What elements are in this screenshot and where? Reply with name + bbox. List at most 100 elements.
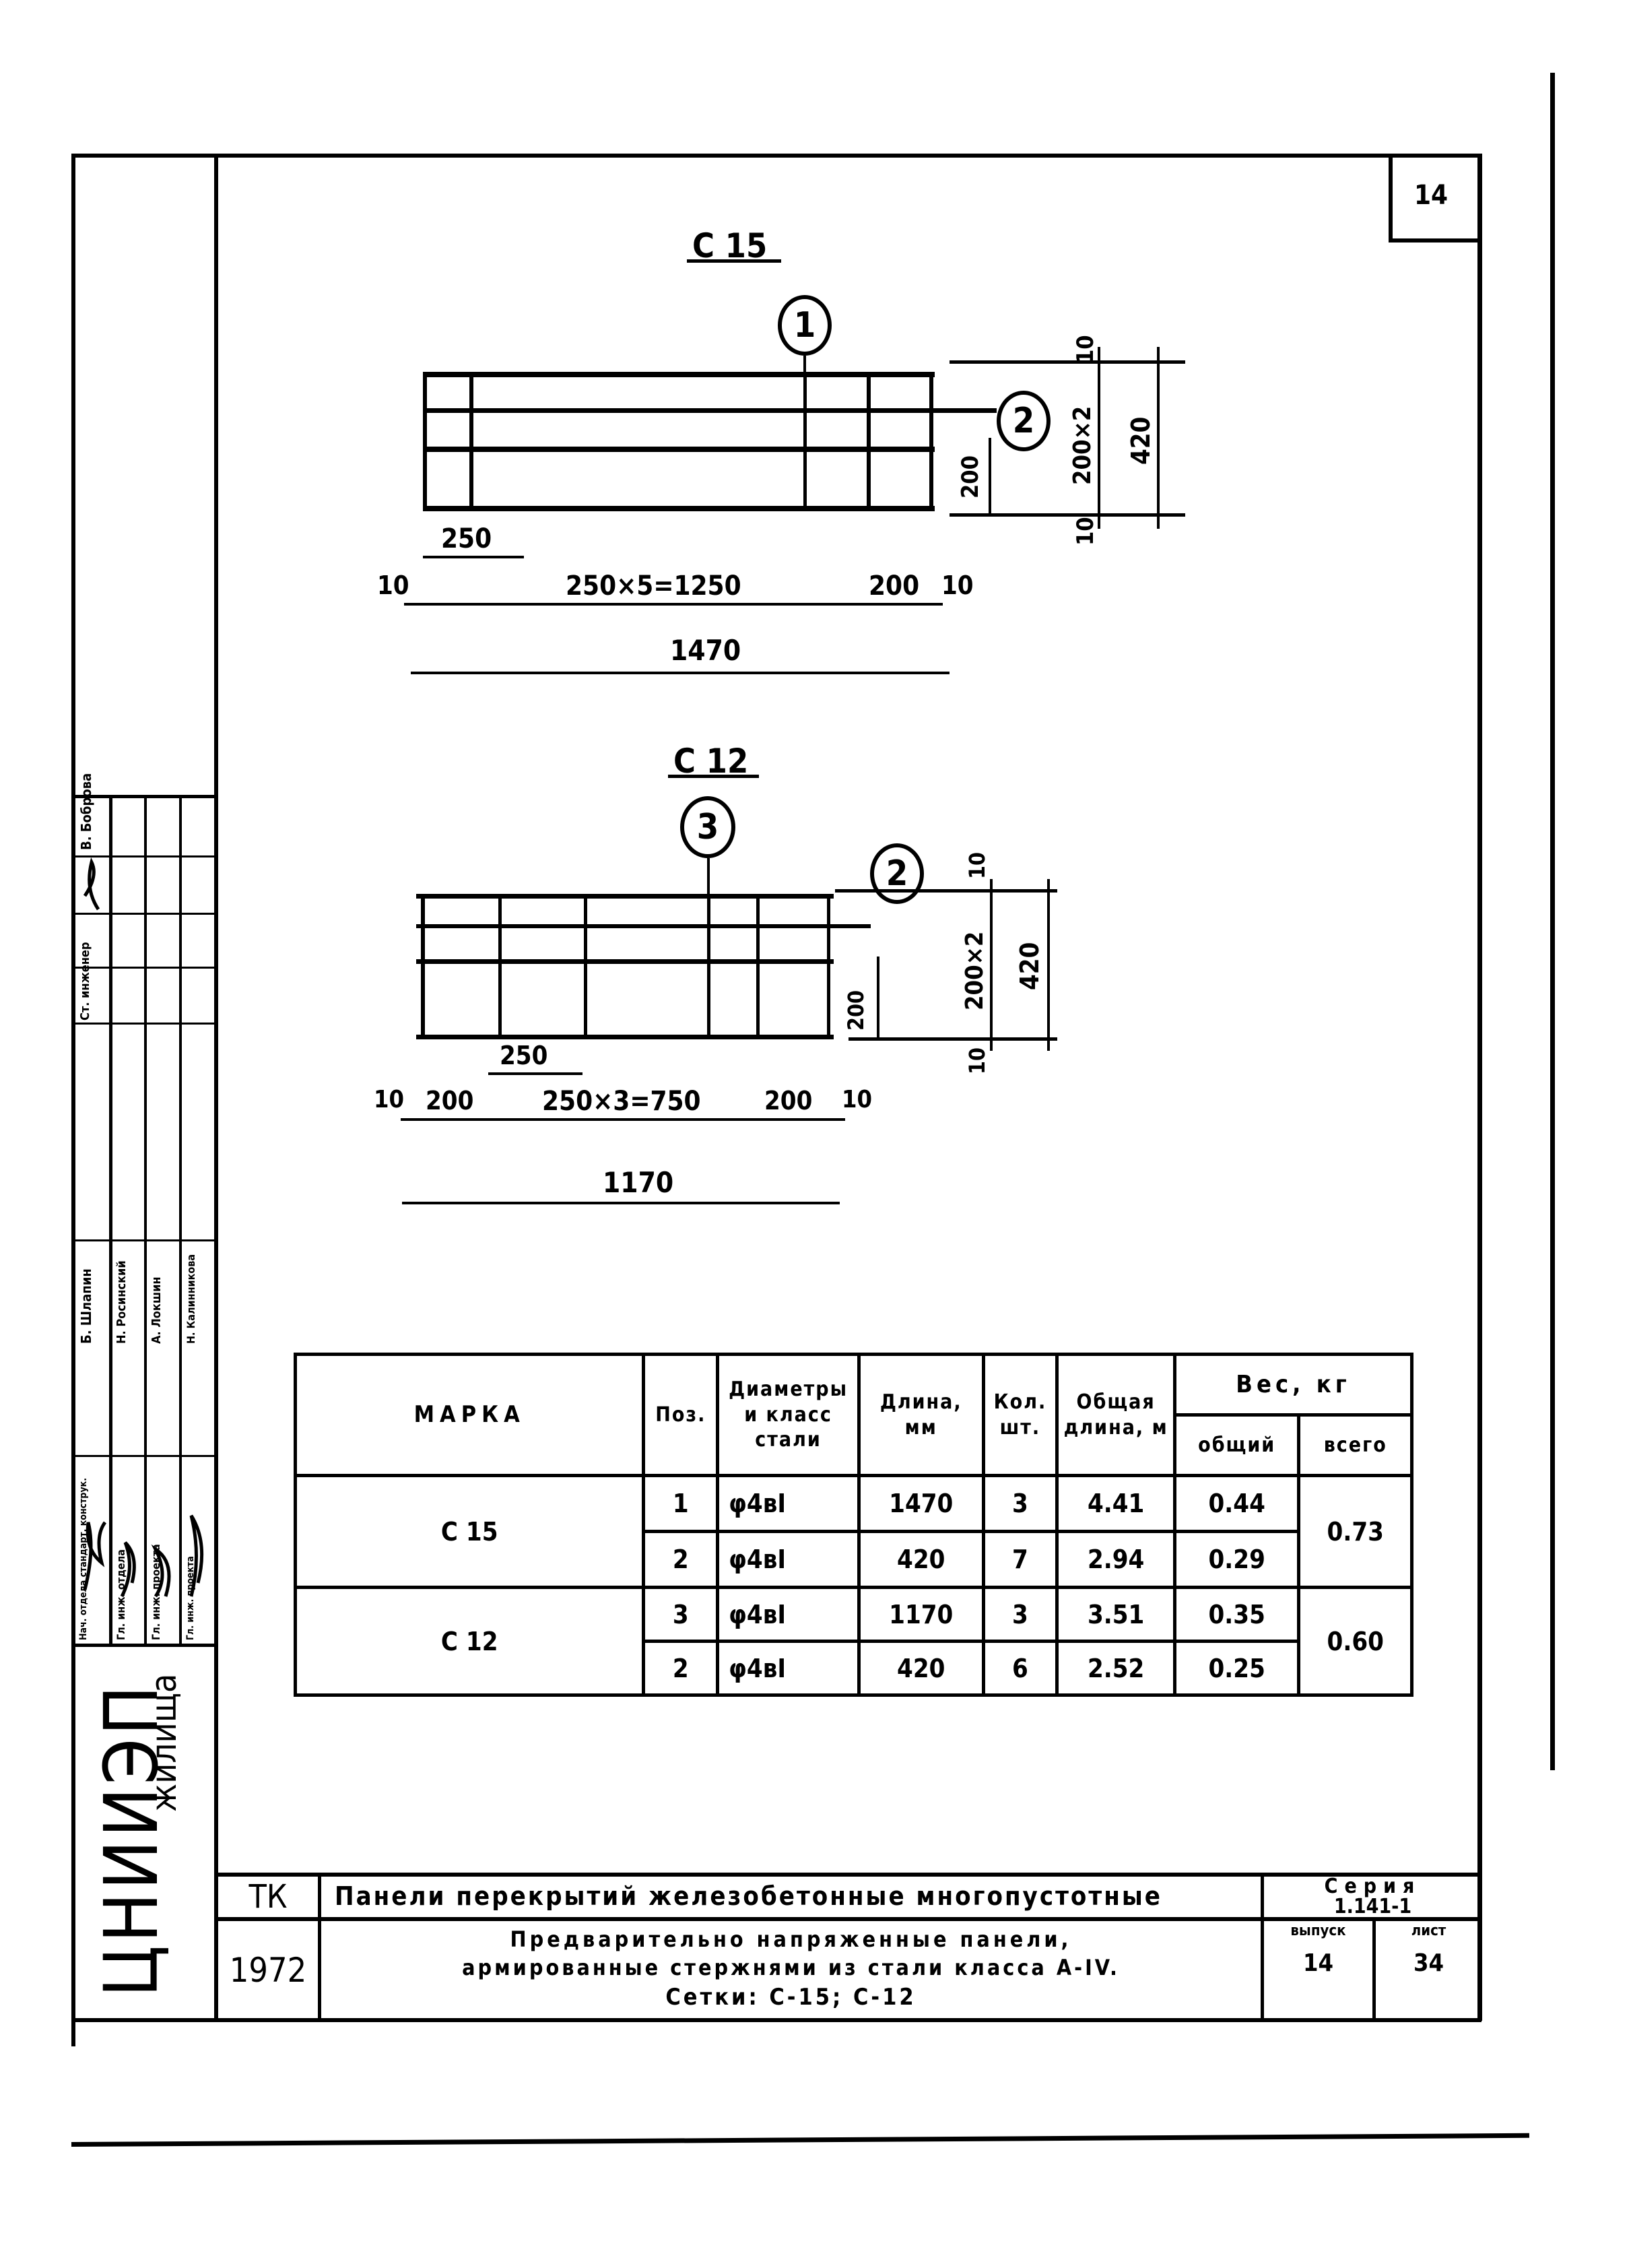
stamp-bottom — [71, 1644, 215, 1647]
c15-bar-v2 — [469, 372, 473, 511]
c12-side-ext-top — [835, 889, 1057, 893]
titleblock-div-3 — [1372, 1917, 1376, 2021]
frame-inner-left — [214, 154, 218, 2021]
cell-diam: φ4вI — [716, 1474, 861, 1533]
stamp-row-2 — [71, 913, 215, 915]
cell-pos: 2 — [642, 1530, 720, 1589]
c12-dim-left-edge: 10 — [374, 1086, 405, 1113]
header-weight: Вес, кг — [1172, 1353, 1414, 1417]
org-code: ТК — [248, 1877, 288, 1916]
cell-length: 1470 — [857, 1474, 985, 1533]
c15-dim-last-bay: 200 — [869, 571, 920, 602]
c15-dim-line-overall — [411, 672, 950, 674]
c12-dim-right-edge: 10 — [842, 1086, 873, 1113]
c12-side-dim-200x2 — [990, 879, 993, 1051]
table-row: С 12 3 φ4вI 1170 3 3.51 0.35 0.60 — [293, 1586, 1413, 1697]
sheet-value: 34 — [1413, 1949, 1444, 1978]
c12-bar-v3 — [584, 894, 587, 1039]
stamp-row-5 — [71, 1239, 215, 1241]
c15-bar-v5 — [929, 372, 933, 511]
c15-side-spacing: 200×2 — [1069, 406, 1096, 485]
sheet-number-box — [1389, 154, 1482, 242]
cell-qty: 7 — [981, 1530, 1059, 1589]
cell-qty: 3 — [981, 1586, 1059, 1643]
issue-value: 14 — [1302, 1949, 1334, 1978]
cell-diam: φ4вI — [716, 1640, 861, 1697]
header-length: Длина, мм — [857, 1353, 985, 1477]
c15-side-ext-top — [950, 360, 1185, 364]
cell-total-length: 2.52 — [1055, 1640, 1176, 1697]
drawing-title-c15: С 15 — [692, 226, 768, 265]
cell-weight: 0.29 — [1172, 1530, 1301, 1589]
org-logo-sub: жилища — [144, 1673, 185, 1812]
c15-dim-line-250 — [423, 556, 524, 558]
position-marker-2-c12: 2 — [870, 843, 924, 904]
cell-length: 1170 — [857, 1586, 985, 1643]
cell-diam: φ4вI — [716, 1586, 861, 1643]
c12-dim-line-overall — [402, 1202, 840, 1204]
stamp-top — [71, 795, 215, 798]
c12-bar-v1 — [421, 894, 425, 1039]
titleblock-mid — [214, 1917, 1482, 1921]
title-line-4: Сетки: С-15; С-12 — [665, 1984, 917, 2011]
header-diam: Диаметры и класс стали — [716, 1353, 861, 1477]
c15-bar-v4 — [867, 372, 871, 511]
c15-side-bottom: 10 — [1072, 517, 1099, 546]
c12-side-bottom: 10 — [964, 1047, 990, 1074]
cell-length: 420 — [857, 1530, 985, 1589]
table-row: С 15 1 φ4вI 1470 3 4.41 0.44 0.73 — [293, 1474, 1413, 1589]
cell-total-length: 3.51 — [1055, 1586, 1176, 1643]
c15-dim-250: 250 — [441, 523, 492, 554]
stamp-row-4 — [71, 1023, 215, 1025]
cell-diam: φ4вI — [716, 1530, 861, 1589]
header-pos: Поз. — [642, 1353, 720, 1477]
cell-pos: 3 — [642, 1586, 720, 1643]
cell-qty: 3 — [981, 1474, 1059, 1533]
issue-label: выпуск — [1290, 1922, 1346, 1940]
cell-weight: 0.25 — [1172, 1640, 1301, 1697]
title-line-2: Предварительно напряженные панели, — [510, 1926, 1072, 1953]
frame-bottom-outer — [71, 2133, 1529, 2147]
cell-weight: 0.35 — [1172, 1586, 1301, 1643]
c15-side-dim-420 — [1157, 347, 1160, 529]
c12-bar-h4 — [416, 1035, 834, 1039]
c12-side-inner: 200 — [843, 990, 869, 1031]
header-weight-total: общий — [1172, 1413, 1301, 1477]
c15-side-dim-200 — [989, 438, 991, 515]
c12-bar-h1 — [416, 894, 834, 899]
c12-bar-h2 — [416, 924, 871, 928]
c15-side-ext-bottom — [950, 513, 1185, 517]
c15-side-top: 10 — [1072, 335, 1099, 364]
table-row: 2 φ4вI 420 6 2.52 0.25 — [296, 1640, 1412, 1697]
c15-bar-h2 — [423, 408, 997, 413]
leader-line-1 — [803, 356, 806, 376]
c12-side-spacing: 200×2 — [961, 931, 989, 1010]
c15-bar-h3 — [423, 447, 935, 452]
scan-edge-line — [1550, 73, 1555, 1770]
cell-weight-sum: 0.60 — [1297, 1586, 1413, 1697]
series-label: Серия — [1324, 1875, 1422, 1899]
c12-side-overall: 420 — [1015, 942, 1044, 990]
c15-bar-v1 — [423, 372, 427, 511]
c15-dim-line-middle — [404, 603, 943, 606]
series-value: 1.141-1 — [1333, 1895, 1412, 1919]
signatures-icon — [83, 857, 204, 1598]
title-line-3: армированные стержнями из стали класса А… — [462, 1955, 1120, 1981]
c12-dim-overall: 1170 — [603, 1166, 674, 1199]
stamp-col-3 — [179, 795, 182, 1645]
c12-dim-line-middle — [401, 1118, 845, 1121]
cell-mark: С 12 — [293, 1586, 646, 1697]
c15-dim-middle: 250×5=1250 — [566, 571, 741, 602]
cell-weight: 0.44 — [1172, 1474, 1301, 1533]
c12-side-ext-bottom — [848, 1037, 1057, 1041]
cell-qty: 6 — [981, 1640, 1059, 1697]
cell-total-length: 2.94 — [1055, 1530, 1176, 1589]
c12-bar-h3 — [416, 959, 834, 964]
stamp-col-2 — [144, 795, 147, 1645]
stamp-row-3 — [71, 967, 215, 969]
c15-side-dim-200x2 — [1098, 347, 1100, 529]
drawing-title-c12: С 12 — [673, 742, 749, 781]
position-marker-2-c15: 2 — [997, 391, 1051, 451]
frame-left-outer — [71, 154, 75, 2046]
stamp-top-name: В. Боброва — [78, 773, 94, 850]
